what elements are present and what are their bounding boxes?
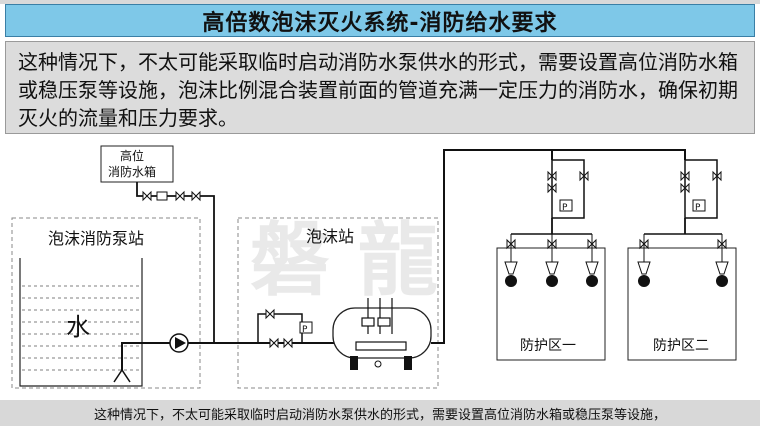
foam-station-area: [237, 217, 439, 389]
zone1-nozzle-icon: [505, 275, 517, 287]
description-text: 这种情况下，不太可能采取临时启动消防水泵供水的形式，需要设置高位消防水箱或稳压泵…: [18, 50, 738, 130]
tank-outlet-pipe: [136, 182, 215, 343]
water-level-lines: [22, 285, 140, 371]
suction-pipe: [121, 342, 170, 370]
description-box: 这种情况下，不太可能采取临时启动消防水泵供水的形式，需要设置高位消防水箱或稳压泵…: [5, 41, 755, 134]
bypass-loop: [257, 313, 303, 343]
title-banner: 高倍数泡沫灭火系统-消防给水要求: [5, 4, 755, 37]
zone1-pressure-gauge-icon: [559, 199, 573, 212]
drain-valve-icon: [374, 360, 382, 368]
page-title: 高倍数泡沫灭火系统-消防给水要求: [202, 10, 558, 36]
tank-support-left: [350, 356, 358, 370]
tank-label-line2: 消防水箱: [108, 164, 156, 179]
tank-valve-icons: [142, 190, 201, 202]
zone1-label: 防护区一: [520, 338, 576, 354]
subtitle-text: 这种情况下，不太可能采取临时启动消防水泵供水的形式，需要设置高位消防水箱或稳压泵…: [93, 407, 666, 423]
bypass-valve-icons: [265, 308, 293, 349]
riser-pipe: [431, 149, 686, 344]
zone1-pressure-gauge-label: P: [562, 203, 568, 213]
zone2-nozzle-icon: [716, 275, 728, 287]
tank-label-line1: 高位: [120, 148, 144, 163]
zone1-foam-generator-icons: [504, 234, 599, 275]
zone2-valve-icons: [680, 170, 722, 194]
subtitle-bar: 这种情况下，不太可能采取临时启动消防水泵供水的形式，需要设置高位消防水箱或稳压泵…: [0, 400, 760, 426]
zone1-manifold: [551, 159, 585, 219]
proportioner-fittings: [355, 298, 407, 351]
foam-system-diagram: 磐 龍 泡沫消防泵站 水 高位 消防水箱 泡沫站: [11, 145, 737, 389]
zone2-manifold: [684, 159, 718, 219]
water-reservoir: [19, 258, 143, 387]
zone2-nozzle-icon: [638, 275, 650, 287]
watermark: 磐 龍: [250, 214, 438, 307]
zone1-nozzle-icon: [546, 275, 558, 287]
top-strip: [0, 0, 760, 4]
zone2-pressure-gauge-label: P: [695, 203, 701, 213]
pump-station-label: 泡沫消防泵站: [48, 229, 144, 248]
pressure-gauge-icon: [299, 321, 313, 334]
zone1-nozzle-icon: [586, 275, 598, 287]
water-label: 水: [66, 313, 90, 341]
pump-arrow-icon: [175, 337, 186, 349]
foam-station-label: 泡沫站: [306, 227, 354, 246]
zone2-label: 防护区二: [653, 338, 709, 354]
zone2-pressure-gauge-icon: [692, 199, 706, 212]
pressure-gauge-label: P: [302, 325, 308, 335]
zone2-foam-generator-icons: [637, 234, 729, 275]
foot-valve-icon: [113, 368, 131, 383]
tank-support-right: [404, 356, 412, 370]
zone1-valve-icons: [547, 170, 589, 194]
pump-station-area: [11, 217, 201, 389]
